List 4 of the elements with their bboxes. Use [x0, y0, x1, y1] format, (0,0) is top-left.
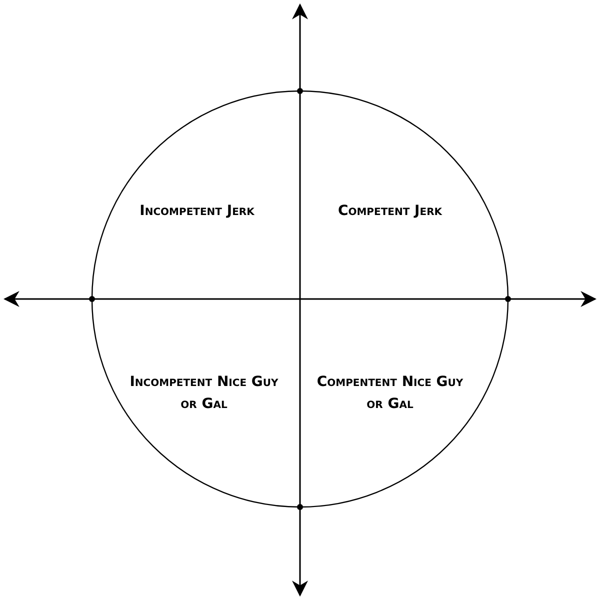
- quadrant-label: Compentent Nice Guy or Gal: [316, 373, 464, 414]
- quadrant-label: Incompetent Nice Guy or Gal: [129, 373, 279, 414]
- quadrant-label: Incompetent Jerk: [138, 202, 256, 221]
- quadrant-label: Competent Jerk: [336, 202, 444, 221]
